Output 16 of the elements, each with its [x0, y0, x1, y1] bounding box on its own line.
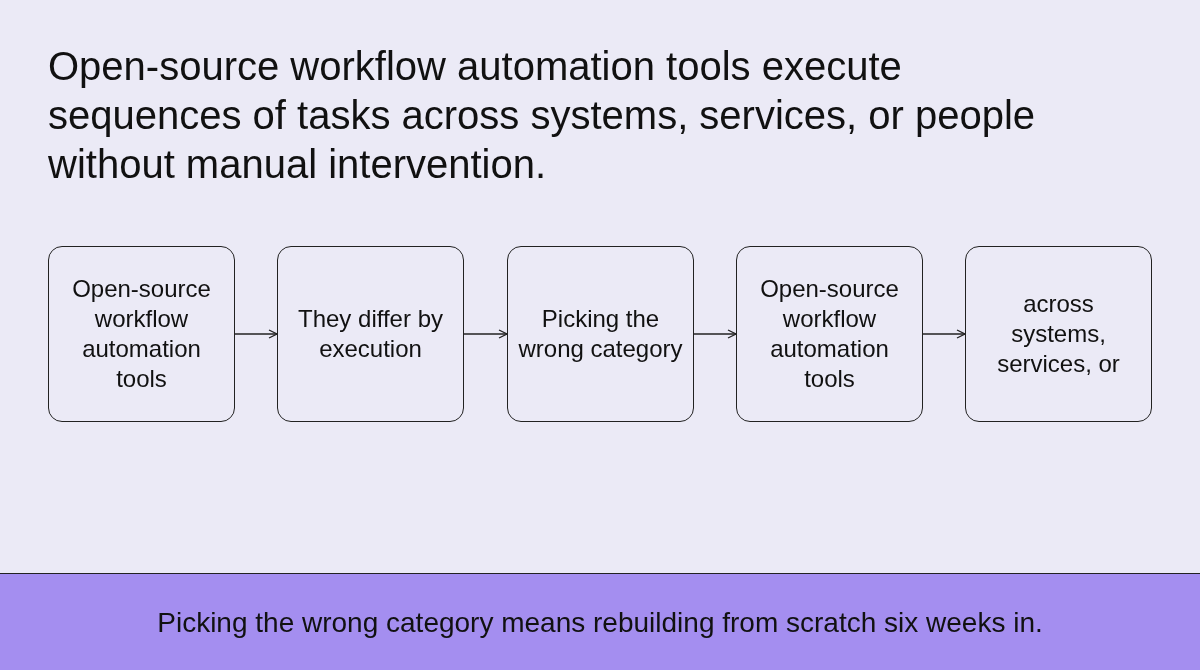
- process-box: [965, 246, 1152, 422]
- arrow: [463, 329, 508, 339]
- box-text: They differ by execution: [297, 304, 444, 364]
- caption: Picking the wrong category means rebuilding from scratch six weeks in.: [156, 606, 1044, 640]
- heading: Open-source workflow automation tools execute sequences of tasks across systems, services, or people without manual intervention.: [48, 43, 1037, 188]
- process-box: [736, 246, 923, 422]
- process-box: [277, 246, 464, 422]
- process-box: [507, 246, 694, 422]
- box-text: Open-source workflow automation tools: [71, 274, 212, 394]
- arrow: [234, 329, 278, 339]
- arrow: [922, 329, 966, 339]
- box-text: Picking the wrong category: [517, 304, 684, 364]
- box-text: Open-source workflow automation tools: [759, 274, 900, 394]
- arrow: [693, 329, 737, 339]
- box-text: across systems, services, or: [996, 289, 1121, 379]
- process-box: [48, 246, 235, 422]
